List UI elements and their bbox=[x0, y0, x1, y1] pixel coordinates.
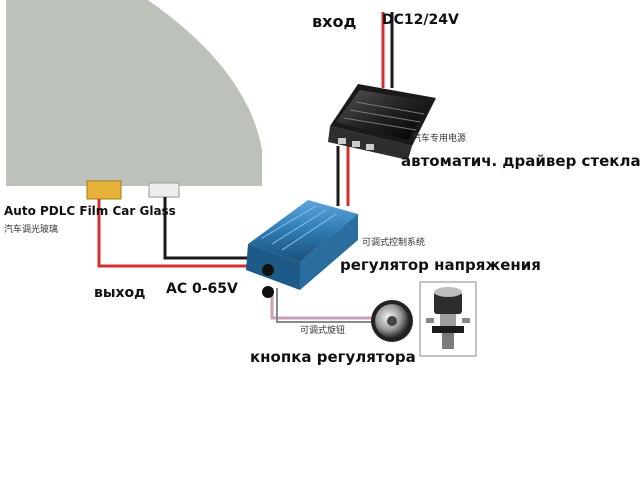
label-output: выход bbox=[94, 285, 146, 301]
wire-knob-cable-2 bbox=[276, 288, 380, 323]
wire-output-black bbox=[163, 197, 262, 260]
label-dc-voltage: DC12/24V bbox=[382, 12, 459, 28]
wire-output-red bbox=[97, 199, 262, 268]
label-glass-title: Auto PDLC Film Car Glass bbox=[4, 204, 176, 218]
label-auto-driver: автоматич. драйвер стекла bbox=[401, 152, 640, 170]
glass-connector-white bbox=[148, 182, 180, 198]
glass-connector-gold bbox=[86, 180, 122, 200]
label-voltage-regulator: регулятор напряжения bbox=[340, 256, 541, 274]
car-glass-panel bbox=[6, 0, 262, 186]
label-regulator-button: кнопка регулятора bbox=[250, 348, 416, 366]
label-input: вход bbox=[312, 12, 357, 31]
wire-knob-cable bbox=[270, 288, 380, 320]
label-controller-cn: 可调式控制系统 bbox=[362, 238, 426, 248]
voltage-regulator-box bbox=[246, 200, 358, 298]
label-ac-voltage: AC 0-65V bbox=[166, 281, 238, 297]
label-knob-cn: 可调式旋钮 bbox=[300, 326, 346, 336]
power-supply-inverter bbox=[328, 84, 436, 160]
regulator-knob bbox=[371, 300, 413, 342]
label-glass-cn: 汽车调光玻璃 bbox=[4, 225, 59, 235]
label-power-supply-cn: 汽车专用电源 bbox=[412, 134, 467, 144]
knob-closeup-photo bbox=[419, 281, 477, 357]
